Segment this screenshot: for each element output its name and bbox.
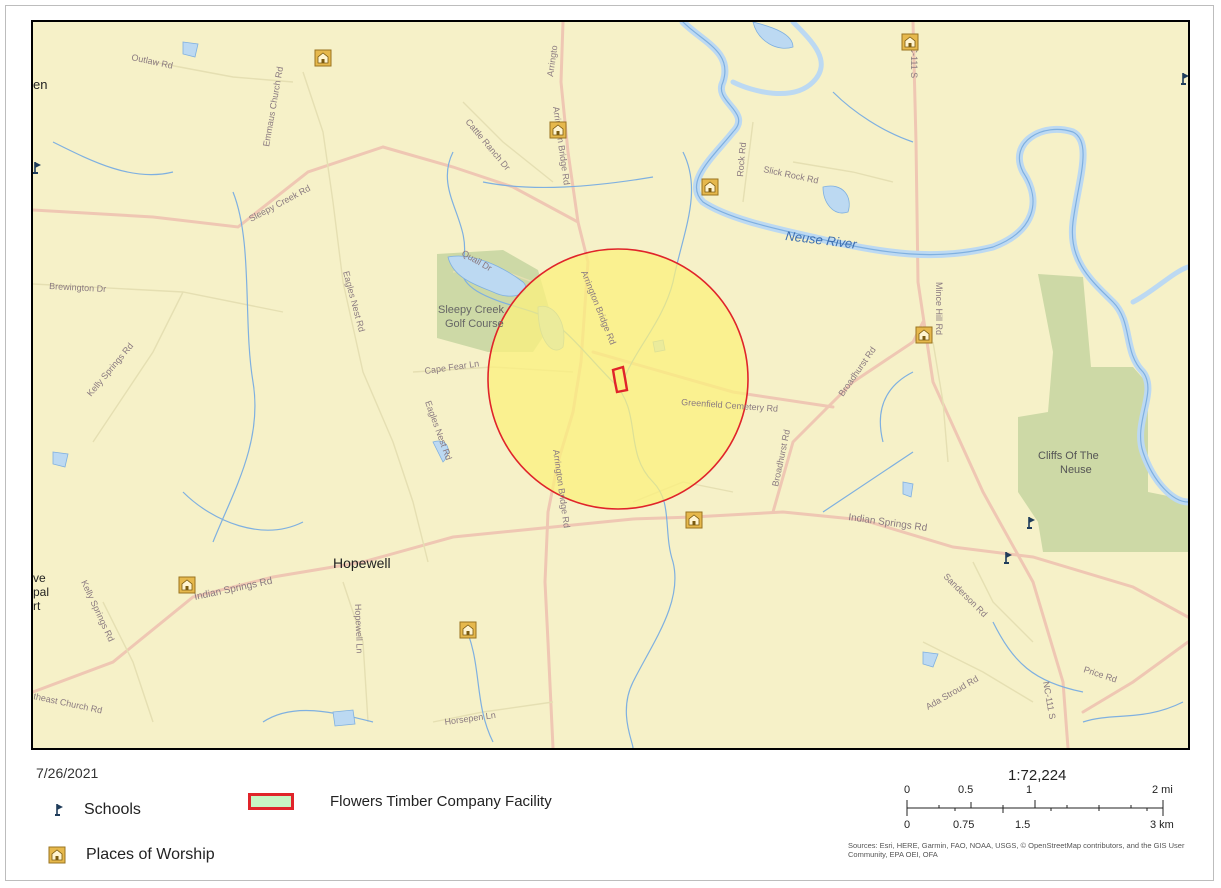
legend-facility: Flowers Timber Company Facility bbox=[248, 793, 552, 810]
town-label-hopewell: Hopewell bbox=[333, 555, 391, 571]
road-label: Arringto bbox=[545, 45, 559, 78]
scale-bar bbox=[906, 800, 1164, 816]
map-canvas[interactable]: Hopewell Sleepy Creek Golf Course Cliffs… bbox=[33, 22, 1188, 748]
scale-mi-2: 2 mi bbox=[1152, 784, 1173, 796]
map-date: 7/26/2021 bbox=[36, 765, 99, 781]
map-sources: Sources: Esri, HERE, Garmin, FAO, NOAA, … bbox=[848, 841, 1185, 859]
road-label: Rock Rd bbox=[735, 142, 748, 177]
scale-mi-0: 0 bbox=[904, 784, 911, 796]
place-of-worship-icon[interactable] bbox=[915, 326, 933, 344]
page-frame bbox=[5, 5, 1214, 881]
road-label: NC-111 S bbox=[909, 40, 919, 78]
place-of-worship-icon[interactable] bbox=[901, 33, 919, 51]
scale-km-15: 1.5 bbox=[1015, 819, 1031, 831]
park-label-line1: Cliffs Of The bbox=[1038, 450, 1099, 462]
place-of-worship-icon[interactable] bbox=[459, 621, 477, 639]
scale-mi-05: 0.5 bbox=[958, 784, 974, 796]
road-label: Mince Hill Rd bbox=[934, 282, 944, 335]
legend-schools-label: Schools bbox=[84, 801, 141, 818]
golf-course-label-line2: Golf Course bbox=[445, 318, 504, 330]
road-label: Brewington Dr bbox=[49, 281, 106, 294]
scale-km-0: 0 bbox=[904, 819, 911, 831]
place-of-worship-icon[interactable] bbox=[178, 576, 196, 594]
facility-swatch bbox=[248, 793, 294, 810]
golf-course-label-line1: Sleepy Creek bbox=[438, 304, 505, 316]
neuse-river bbox=[679, 22, 1188, 506]
legend-worship-label: Places of Worship bbox=[86, 846, 215, 863]
scale-km-3: 3 km bbox=[1150, 819, 1174, 831]
edge-label-ve: ve bbox=[33, 571, 46, 585]
place-of-worship-icon[interactable] bbox=[685, 511, 703, 529]
scale-km-075: 0.75 bbox=[953, 819, 975, 831]
place-of-worship-icon bbox=[48, 846, 66, 864]
edge-label-pal: pal bbox=[33, 585, 49, 599]
edge-label-en: en bbox=[33, 77, 47, 92]
scale-ratio: 1:72,224 bbox=[1008, 767, 1067, 784]
legend-schools: Schools bbox=[50, 801, 141, 819]
facility-boundary[interactable] bbox=[611, 365, 629, 394]
road-label: Hopewell Ln bbox=[353, 604, 365, 654]
cliffs-park-area bbox=[1018, 274, 1188, 552]
map-panel[interactable]: Hopewell Sleepy Creek Golf Course Cliffs… bbox=[31, 20, 1190, 750]
place-of-worship-icon[interactable] bbox=[314, 49, 332, 67]
place-of-worship-icon[interactable] bbox=[549, 121, 567, 139]
park-label-line2: Neuse bbox=[1060, 464, 1092, 476]
school-flag-icon bbox=[55, 804, 63, 816]
scale-mi-1: 1 bbox=[1026, 784, 1033, 796]
legend-facility-label: Flowers Timber Company Facility bbox=[330, 793, 552, 810]
edge-label-rt: rt bbox=[33, 599, 41, 613]
legend-worship: Places of Worship bbox=[48, 846, 215, 864]
place-of-worship-icon[interactable] bbox=[701, 178, 719, 196]
